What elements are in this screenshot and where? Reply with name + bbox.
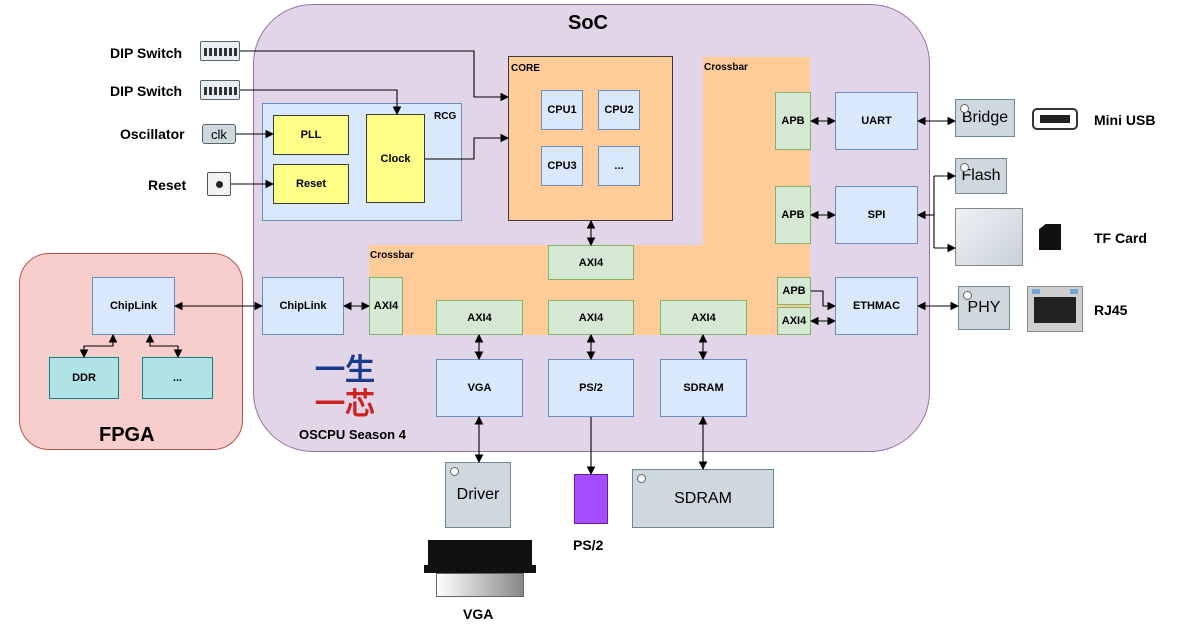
clock-block: Clock xyxy=(366,114,425,203)
chip-pin1-icon xyxy=(637,474,646,483)
spi-block: SPI xyxy=(835,186,918,244)
logo-glyph-bottom: 一芯 xyxy=(315,387,375,422)
fpga-more-block: ... xyxy=(142,357,213,399)
apb-spi: APB xyxy=(775,186,811,244)
tf-card-label: TF Card xyxy=(1094,230,1147,246)
uart-block: UART xyxy=(835,92,918,150)
driver-label: Driver xyxy=(456,486,500,503)
crossbar-mid-title: Crossbar xyxy=(370,250,414,261)
vga-driver-chip: Driver xyxy=(445,462,511,528)
mini-usb-icon xyxy=(1032,108,1078,130)
flash-label: Flash xyxy=(961,167,1001,184)
ethmac-block: ETHMAC xyxy=(835,277,918,335)
fpga-title: FPGA xyxy=(99,424,155,446)
mini-usb-label: Mini USB xyxy=(1094,112,1156,128)
axi4-chiplink: AXI4 xyxy=(369,277,403,335)
reset-input-label: Reset xyxy=(148,177,187,193)
bridge-chip: Bridge xyxy=(955,99,1015,137)
vga-connector-label: VGA xyxy=(463,606,494,622)
cpu1-block: CPU1 xyxy=(541,90,583,130)
core-title: CORE xyxy=(511,63,540,74)
phy-label: PHY xyxy=(967,299,1001,316)
oscillator-label: Oscillator xyxy=(120,126,185,142)
vga-connector-flange xyxy=(424,565,536,573)
apb-ethmac: APB xyxy=(777,277,811,305)
chip-pin1-icon xyxy=(963,291,972,300)
reset-button-icon xyxy=(207,172,231,196)
soc-chiplink-block: ChipLink xyxy=(262,277,344,335)
bridge-label: Bridge xyxy=(961,109,1009,126)
rcg-reset-block: Reset xyxy=(273,164,349,204)
flash-chip: Flash xyxy=(955,158,1007,194)
logo-glyph-top: 一生 xyxy=(315,353,375,388)
oscpu-logo: 一生 一芯 xyxy=(315,345,399,422)
ps2-port-label: PS/2 xyxy=(573,537,604,553)
chip-pin1-icon xyxy=(450,467,459,476)
ps2-block: PS/2 xyxy=(548,359,634,417)
logo-caption: OSCPU Season 4 xyxy=(299,427,406,442)
oscillator-clk-icon: clk xyxy=(202,124,236,144)
rj45-label: RJ45 xyxy=(1094,302,1128,318)
fpga-chiplink-block: ChipLink xyxy=(92,277,175,335)
axi4-ethmac: AXI4 xyxy=(777,307,811,335)
chip-pin1-icon xyxy=(960,163,969,172)
cpu2-block: CPU2 xyxy=(598,90,640,130)
soc-title: SoC xyxy=(568,12,608,34)
tf-card-icon xyxy=(1039,224,1061,250)
sdram-chip-label: SDRAM xyxy=(674,489,732,507)
axi4-vga: AXI4 xyxy=(436,300,523,335)
rj45-icon xyxy=(1027,286,1083,332)
crossbar-top-title: Crossbar xyxy=(704,62,748,73)
dip-switch-2-icon xyxy=(200,80,240,100)
pll-block: PLL xyxy=(273,115,349,155)
dip-switch-1-icon xyxy=(200,41,240,61)
chip-pin1-icon xyxy=(960,104,969,113)
axi4-ps2: AXI4 xyxy=(548,300,634,335)
rcg-title: RCG xyxy=(434,111,457,122)
dip-switch-1-label: DIP Switch xyxy=(110,45,183,61)
sd-slot-icon xyxy=(955,208,1023,266)
cpu-more-block: ... xyxy=(598,146,640,186)
dip-switch-2-label: DIP Switch xyxy=(110,83,183,99)
ps2-port-icon xyxy=(574,474,608,524)
phy-chip: PHY xyxy=(958,286,1010,330)
cpu3-block: CPU3 xyxy=(541,146,583,186)
vga-connector-body xyxy=(436,573,524,597)
